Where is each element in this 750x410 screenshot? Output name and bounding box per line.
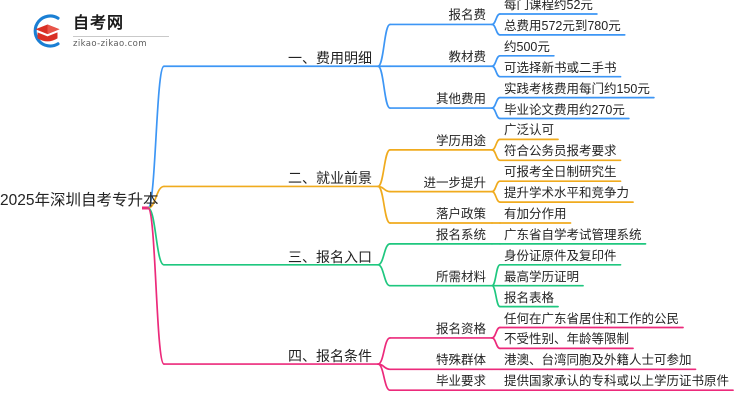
site-logo: 自考网 zikao-zikao.com <box>28 8 178 54</box>
leaf-node-4-2-1[interactable]: 港澳、台湾同胞及外籍人士可参加 <box>504 353 692 368</box>
leaf-node-4-3-1[interactable]: 提供国家承认的专科或以上学历证书原件 <box>504 374 730 389</box>
subnode-3-2[interactable]: 所需材料 <box>435 269 486 284</box>
leaf-node-1-2-1[interactable]: 约500元 <box>504 39 550 54</box>
leaf-node-1-3-1[interactable]: 实践考核费用每门约150元 <box>504 81 650 96</box>
leaf-node-3-2-3[interactable]: 报名表格 <box>504 290 555 305</box>
logo-mark-icon <box>28 12 66 50</box>
leaf-node-1-2-2[interactable]: 可选择新书或二手书 <box>504 60 617 75</box>
logo-title: 自考网 <box>73 15 125 33</box>
leaf-node-1-1-2[interactable]: 总费用572元到780元 <box>504 18 621 33</box>
leaf-node-2-3-1[interactable]: 有加分作用 <box>504 207 567 221</box>
branch-node-2[interactable]: 二、就业前景 <box>288 170 372 187</box>
leaf-node-4-1-1[interactable]: 任何在广东省居住和工作的公民 <box>504 311 680 326</box>
branch-node-4[interactable]: 四、报名条件 <box>288 348 372 365</box>
logo-divider <box>73 36 169 38</box>
subnode-2-1[interactable]: 学历用途 <box>435 133 486 148</box>
branch-node-3[interactable]: 三、报名入口 <box>288 248 372 265</box>
subnode-4-2[interactable]: 特殊群体 <box>435 353 486 368</box>
logo-text: 自考网 zikao-zikao.com <box>73 12 169 49</box>
leaf-node-3-2-2[interactable]: 最高学历证明 <box>504 269 580 284</box>
logo-url: zikao-zikao.com <box>73 39 147 50</box>
subnode-1-2[interactable]: 教材费 <box>448 50 486 65</box>
leaf-node-1-3-2[interactable]: 毕业论文费用约270元 <box>504 102 625 117</box>
leaf-node-2-1-1[interactable]: 广泛认可 <box>504 123 555 138</box>
leaf-node-3-1-1[interactable]: 广东省自学考试管理系统 <box>504 227 642 242</box>
leaf-node-4-1-2[interactable]: 不受性别、年龄等限制 <box>504 332 630 347</box>
subnode-4-3[interactable]: 毕业要求 <box>435 374 486 389</box>
leaf-node-2-2-1[interactable]: 可报考全日制研究生 <box>504 165 617 180</box>
mindmap-root-node[interactable]: 2025年深圳自考专升本 <box>0 192 159 209</box>
subnode-1-3[interactable]: 其他费用 <box>435 92 486 107</box>
subnode-4-1[interactable]: 报名资格 <box>435 321 486 336</box>
leaf-node-2-2-2[interactable]: 提升学术水平和竞争力 <box>504 186 630 201</box>
subnode-3-1[interactable]: 报名系统 <box>435 227 486 242</box>
branch-node-1[interactable]: 一、费用明细 <box>288 50 372 67</box>
subnode-1-1[interactable]: 报名费 <box>448 8 486 23</box>
leaf-node-1-1-1[interactable]: 每门课程约52元 <box>504 0 593 12</box>
leaf-node-2-1-2[interactable]: 符合公务员报考要求 <box>504 144 617 159</box>
subnode-2-3[interactable]: 落户政策 <box>435 207 486 221</box>
leaf-node-3-2-1[interactable]: 身份证原件及复印件 <box>504 248 617 263</box>
subnode-2-2[interactable]: 进一步提升 <box>423 175 486 190</box>
